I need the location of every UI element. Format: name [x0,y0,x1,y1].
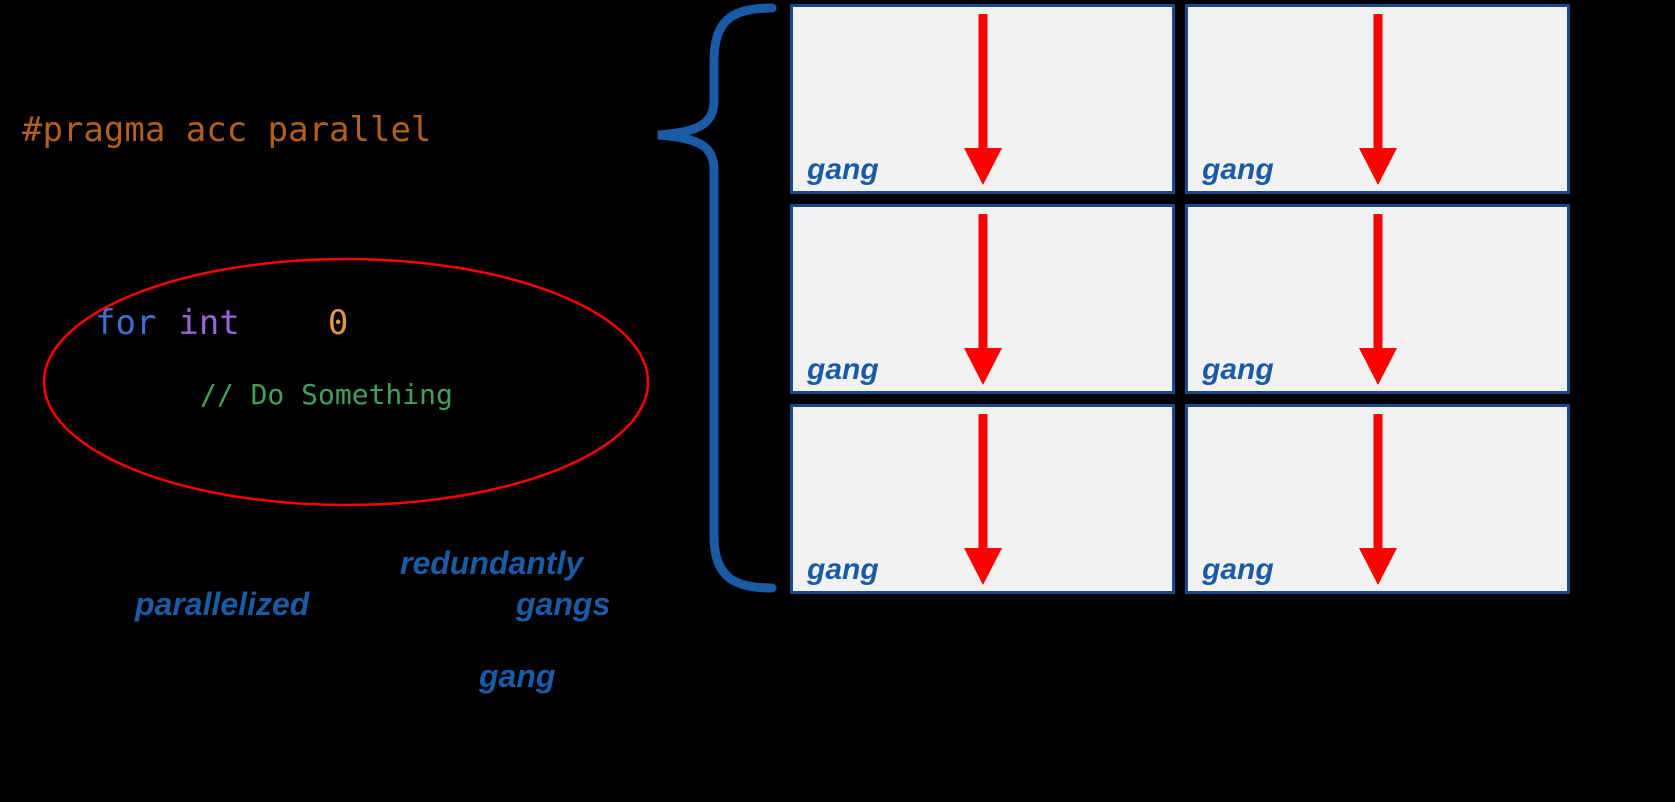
caption-parallelized: parallelized [135,586,310,622]
down-arrow-icon [1358,414,1397,585]
gang-box: gang [790,204,1175,394]
int-keyword-text: int [178,303,240,343]
curly-brace [657,3,777,593]
down-arrow-icon [963,14,1002,185]
caption-redundantly: redundantly [400,545,584,581]
red-ellipse [42,257,650,507]
down-arrow-icon [963,414,1002,585]
gang-label: gang [1202,153,1274,186]
gang-grid: gang gang gang gang [790,4,1570,594]
gang-label: gang [807,553,879,586]
gang-box: gang [790,4,1175,194]
down-arrow-icon [1358,214,1397,385]
gang-label: gang [1202,353,1274,386]
gang-box: gang [790,404,1175,594]
down-arrow-icon [1358,14,1397,185]
comment-text: // Do Something [200,378,453,411]
caption-gangs: gangs [516,586,611,622]
for-keyword-text: for [95,303,157,343]
caption-gang: gang [479,658,556,694]
gang-label: gang [807,353,879,386]
gang-box: gang [1185,4,1570,194]
pragma-directive-text: #pragma acc parallel [22,110,432,150]
gang-box: gang [1185,404,1570,594]
down-arrow-icon [963,214,1002,385]
gang-box: gang [1185,204,1570,394]
zero-literal-text: 0 [327,303,349,343]
gang-label: gang [807,153,879,186]
gang-label: gang [1202,553,1274,586]
